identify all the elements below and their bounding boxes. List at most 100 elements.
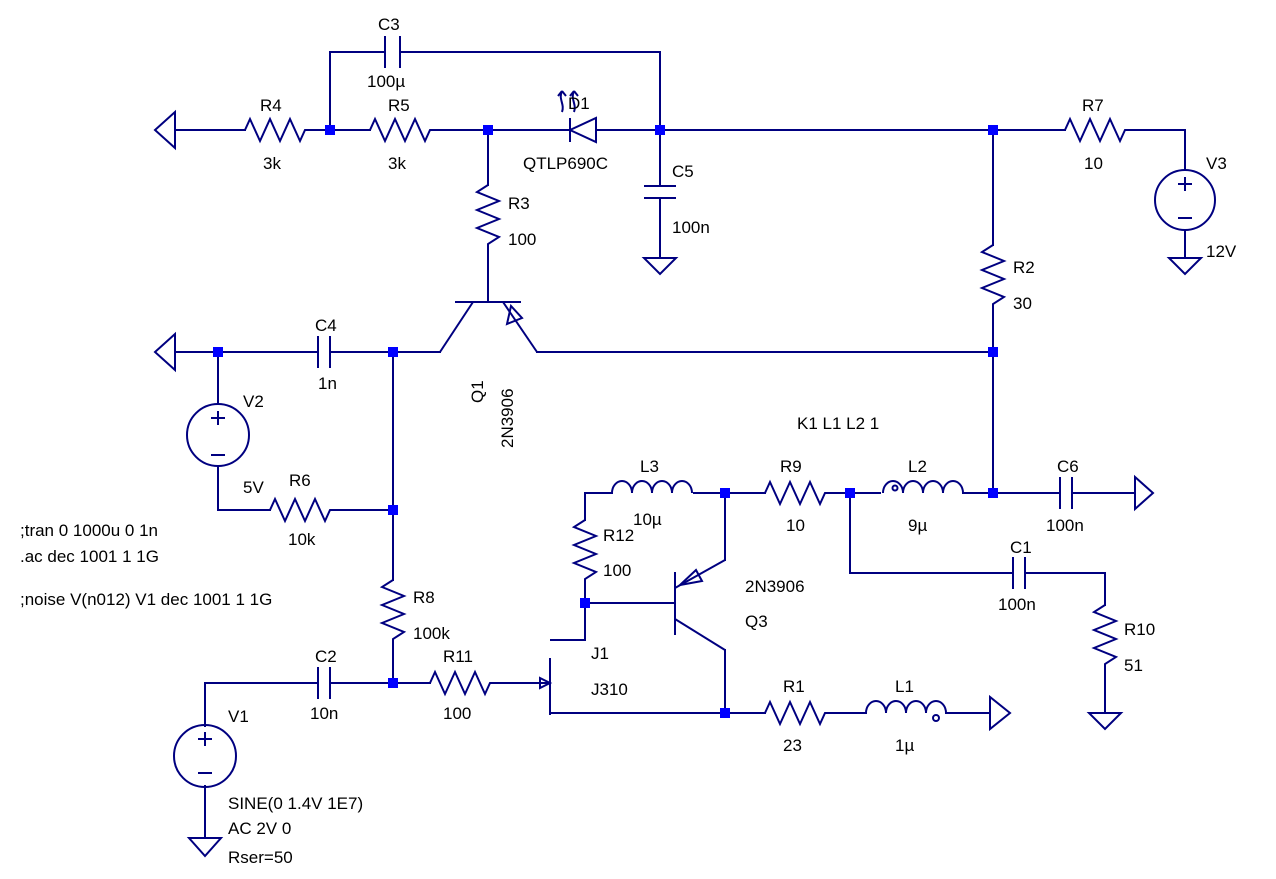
label-r2-value: 30 — [1013, 294, 1032, 313]
resistor-r8 — [379, 579, 407, 650]
label-l1-value: 1µ — [895, 736, 914, 755]
label-r5-name: R5 — [388, 96, 410, 115]
label-r8-name: R8 — [413, 588, 435, 607]
directive-coupling: K1 L1 L2 1 — [797, 414, 879, 433]
resistor-r10 — [1091, 604, 1119, 675]
label-j1-value: J310 — [591, 680, 628, 699]
junction-dot — [388, 678, 398, 688]
label-c1-name: C1 — [1010, 538, 1032, 557]
label-l2-name: L2 — [908, 457, 927, 476]
label-q3-name: Q3 — [745, 612, 768, 631]
led-d1 — [555, 90, 600, 144]
label-r1-value: 23 — [783, 736, 802, 755]
label-c2-value: 10n — [310, 704, 338, 723]
label-r12-value: 100 — [603, 561, 631, 580]
ground-symbol-r10 — [1086, 712, 1124, 731]
label-r3-name: R3 — [508, 194, 530, 213]
label-v1-param-line-3: Rser=50 — [228, 848, 293, 867]
resistor-r5 — [369, 116, 435, 144]
label-v1-param-line-2: AC 2V 0 — [228, 819, 291, 838]
transistor-q3 — [674, 559, 726, 651]
label-v1-param-line-1: SINE(0 1.4V 1E7) — [228, 794, 363, 813]
junction-dot — [325, 125, 335, 135]
ground-symbol-l1 — [989, 694, 1012, 732]
capacitor-c5 — [644, 185, 676, 199]
ground-symbol-v3 — [1166, 257, 1204, 276]
label-r9-name: R9 — [780, 457, 802, 476]
junction-dot — [388, 347, 398, 357]
label-r5-value: 3k — [388, 154, 406, 173]
junction-dot — [720, 488, 730, 498]
resistor-r11 — [429, 669, 495, 697]
capacitor-c1 — [1012, 557, 1026, 589]
label-v1-name: V1 — [228, 707, 249, 726]
wire — [204, 682, 319, 721]
label-r4-name: R4 — [260, 96, 282, 115]
label-q1-value: 2N3906 — [498, 388, 517, 448]
label-c5-name: C5 — [672, 162, 694, 181]
label-c1-value: 100n — [998, 595, 1036, 614]
resistor-r6 — [269, 496, 340, 524]
wire — [1129, 129, 1186, 171]
resistor-r7 — [1064, 116, 1130, 144]
label-l3-value: 10µ — [633, 510, 662, 529]
ground-symbol-left-mid — [153, 331, 176, 373]
label-q3-value: 2N3906 — [745, 577, 805, 596]
transistor-q1 — [439, 301, 538, 353]
label-r11-name: R11 — [443, 647, 473, 666]
inductor-l1 — [865, 700, 947, 714]
label-l2-value: 9µ — [908, 516, 927, 535]
junction-dot — [483, 125, 493, 135]
label-r3-value: 100 — [508, 230, 536, 249]
resistor-r3 — [474, 184, 502, 250]
label-c2-name: C2 — [315, 647, 337, 666]
label-r6-name: R6 — [289, 471, 311, 490]
inductor-l2-polarity-dot — [891, 484, 899, 492]
capacitor-c2 — [317, 667, 331, 699]
label-r8-value: 100k — [413, 624, 450, 643]
junction-dot — [988, 125, 998, 135]
label-c4-name: C4 — [315, 316, 337, 335]
voltage-source-v2 — [186, 398, 250, 472]
label-c3-value: 100µ — [367, 72, 405, 91]
resistor-r2 — [979, 244, 1007, 315]
directive-ac: .ac dec 1001 1 1G — [20, 547, 159, 566]
spice-directives: K1 L1 L2 1 ;tran 0 1000u 0 1n .ac dec 10… — [20, 414, 879, 609]
label-c6-value: 100n — [1046, 516, 1084, 535]
resistor-r4 — [244, 116, 310, 144]
ground-symbol-v1 — [186, 837, 224, 858]
component-labels: R4 3k R5 3k C3 100µ D1 QTLP690C C5 100n … — [228, 15, 1237, 867]
junction-dot — [988, 488, 998, 498]
junction-dot — [720, 708, 730, 718]
voltage-source-v3 — [1154, 169, 1216, 231]
wires — [174, 51, 1186, 839]
label-c3-name: C3 — [378, 15, 400, 34]
inductor-l3 — [611, 480, 693, 494]
label-v3-name: V3 — [1206, 154, 1227, 173]
label-r4-value: 3k — [263, 154, 281, 173]
label-v3-value: 12V — [1206, 242, 1237, 261]
inductor-l1-polarity-dot — [932, 714, 940, 722]
capacitor-c6 — [1059, 477, 1073, 509]
label-r9-value: 10 — [786, 516, 805, 535]
label-v2-value: 5V — [243, 478, 264, 497]
label-c5-value: 100n — [672, 218, 710, 237]
junction-dot — [988, 347, 998, 357]
label-r10-value: 51 — [1124, 656, 1143, 675]
junction-dot — [655, 125, 665, 135]
label-j1-name: J1 — [591, 644, 609, 663]
wire — [329, 51, 386, 131]
directive-tran: ;tran 0 1000u 0 1n — [20, 521, 158, 540]
label-c4-value: 1n — [318, 374, 337, 393]
resistor-r12 — [571, 519, 599, 585]
label-r7-value: 10 — [1084, 154, 1103, 173]
wire — [1024, 572, 1106, 606]
voltage-source-v1 — [173, 720, 237, 792]
ground-symbol-left-top — [153, 109, 176, 151]
label-r6-value: 10k — [288, 530, 316, 549]
ground-symbol-c5 — [641, 257, 679, 276]
label-r7-name: R7 — [1082, 96, 1104, 115]
label-c6-name: C6 — [1057, 457, 1079, 476]
resistor-r1 — [764, 699, 830, 727]
label-r11-value: 100 — [443, 704, 471, 723]
